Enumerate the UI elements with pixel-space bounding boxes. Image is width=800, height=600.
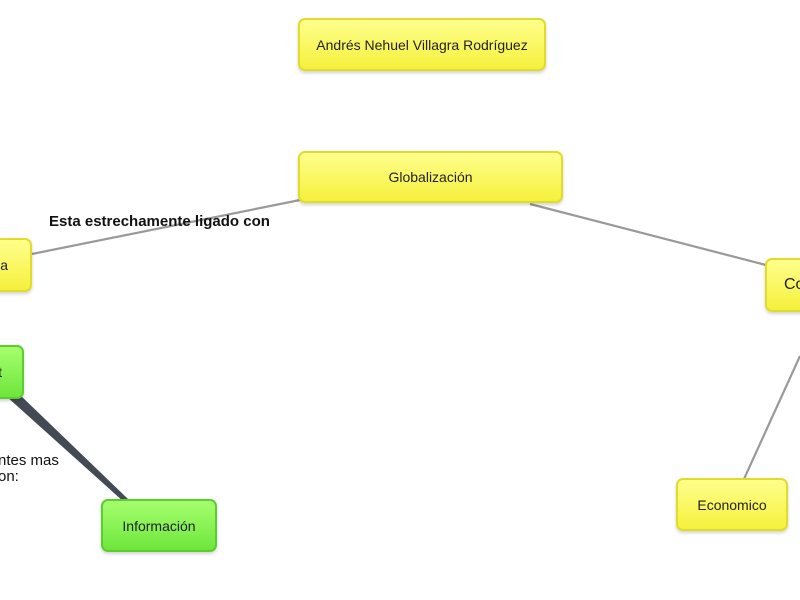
right-partial-node-label: Co <box>784 276 800 293</box>
economic-node-label: Economico <box>697 496 767 513</box>
central-node[interactable]: Globalización <box>298 151 563 203</box>
information-node[interactable]: Información <box>101 499 217 552</box>
central-node-label: Globalización <box>388 169 473 185</box>
left-partial-node[interactable]: ia <box>0 238 32 292</box>
right-partial-node[interactable]: Co <box>765 258 800 312</box>
author-node[interactable]: Andrés Nehuel Villagra Rodríguez <box>298 18 546 71</box>
green-info-link-label-line2: on: <box>0 468 19 485</box>
left-partial-node-label: ia <box>0 257 8 273</box>
economic-node[interactable]: Economico <box>676 478 788 531</box>
central-left-link-label: Esta estrechamente ligado con <box>49 213 270 230</box>
green-partial-node[interactable]: t <box>0 345 24 399</box>
information-node-label: Información <box>122 517 196 534</box>
link-central-to-left <box>31 198 301 256</box>
green-info-link-label-line1: ntes mas <box>0 452 59 469</box>
link-central-to-right <box>529 202 767 267</box>
link-green-to-information <box>6 393 129 502</box>
link-right-to-economic <box>742 355 800 480</box>
green-partial-node-label: t <box>0 364 2 380</box>
author-node-label: Andrés Nehuel Villagra Rodríguez <box>316 36 528 53</box>
